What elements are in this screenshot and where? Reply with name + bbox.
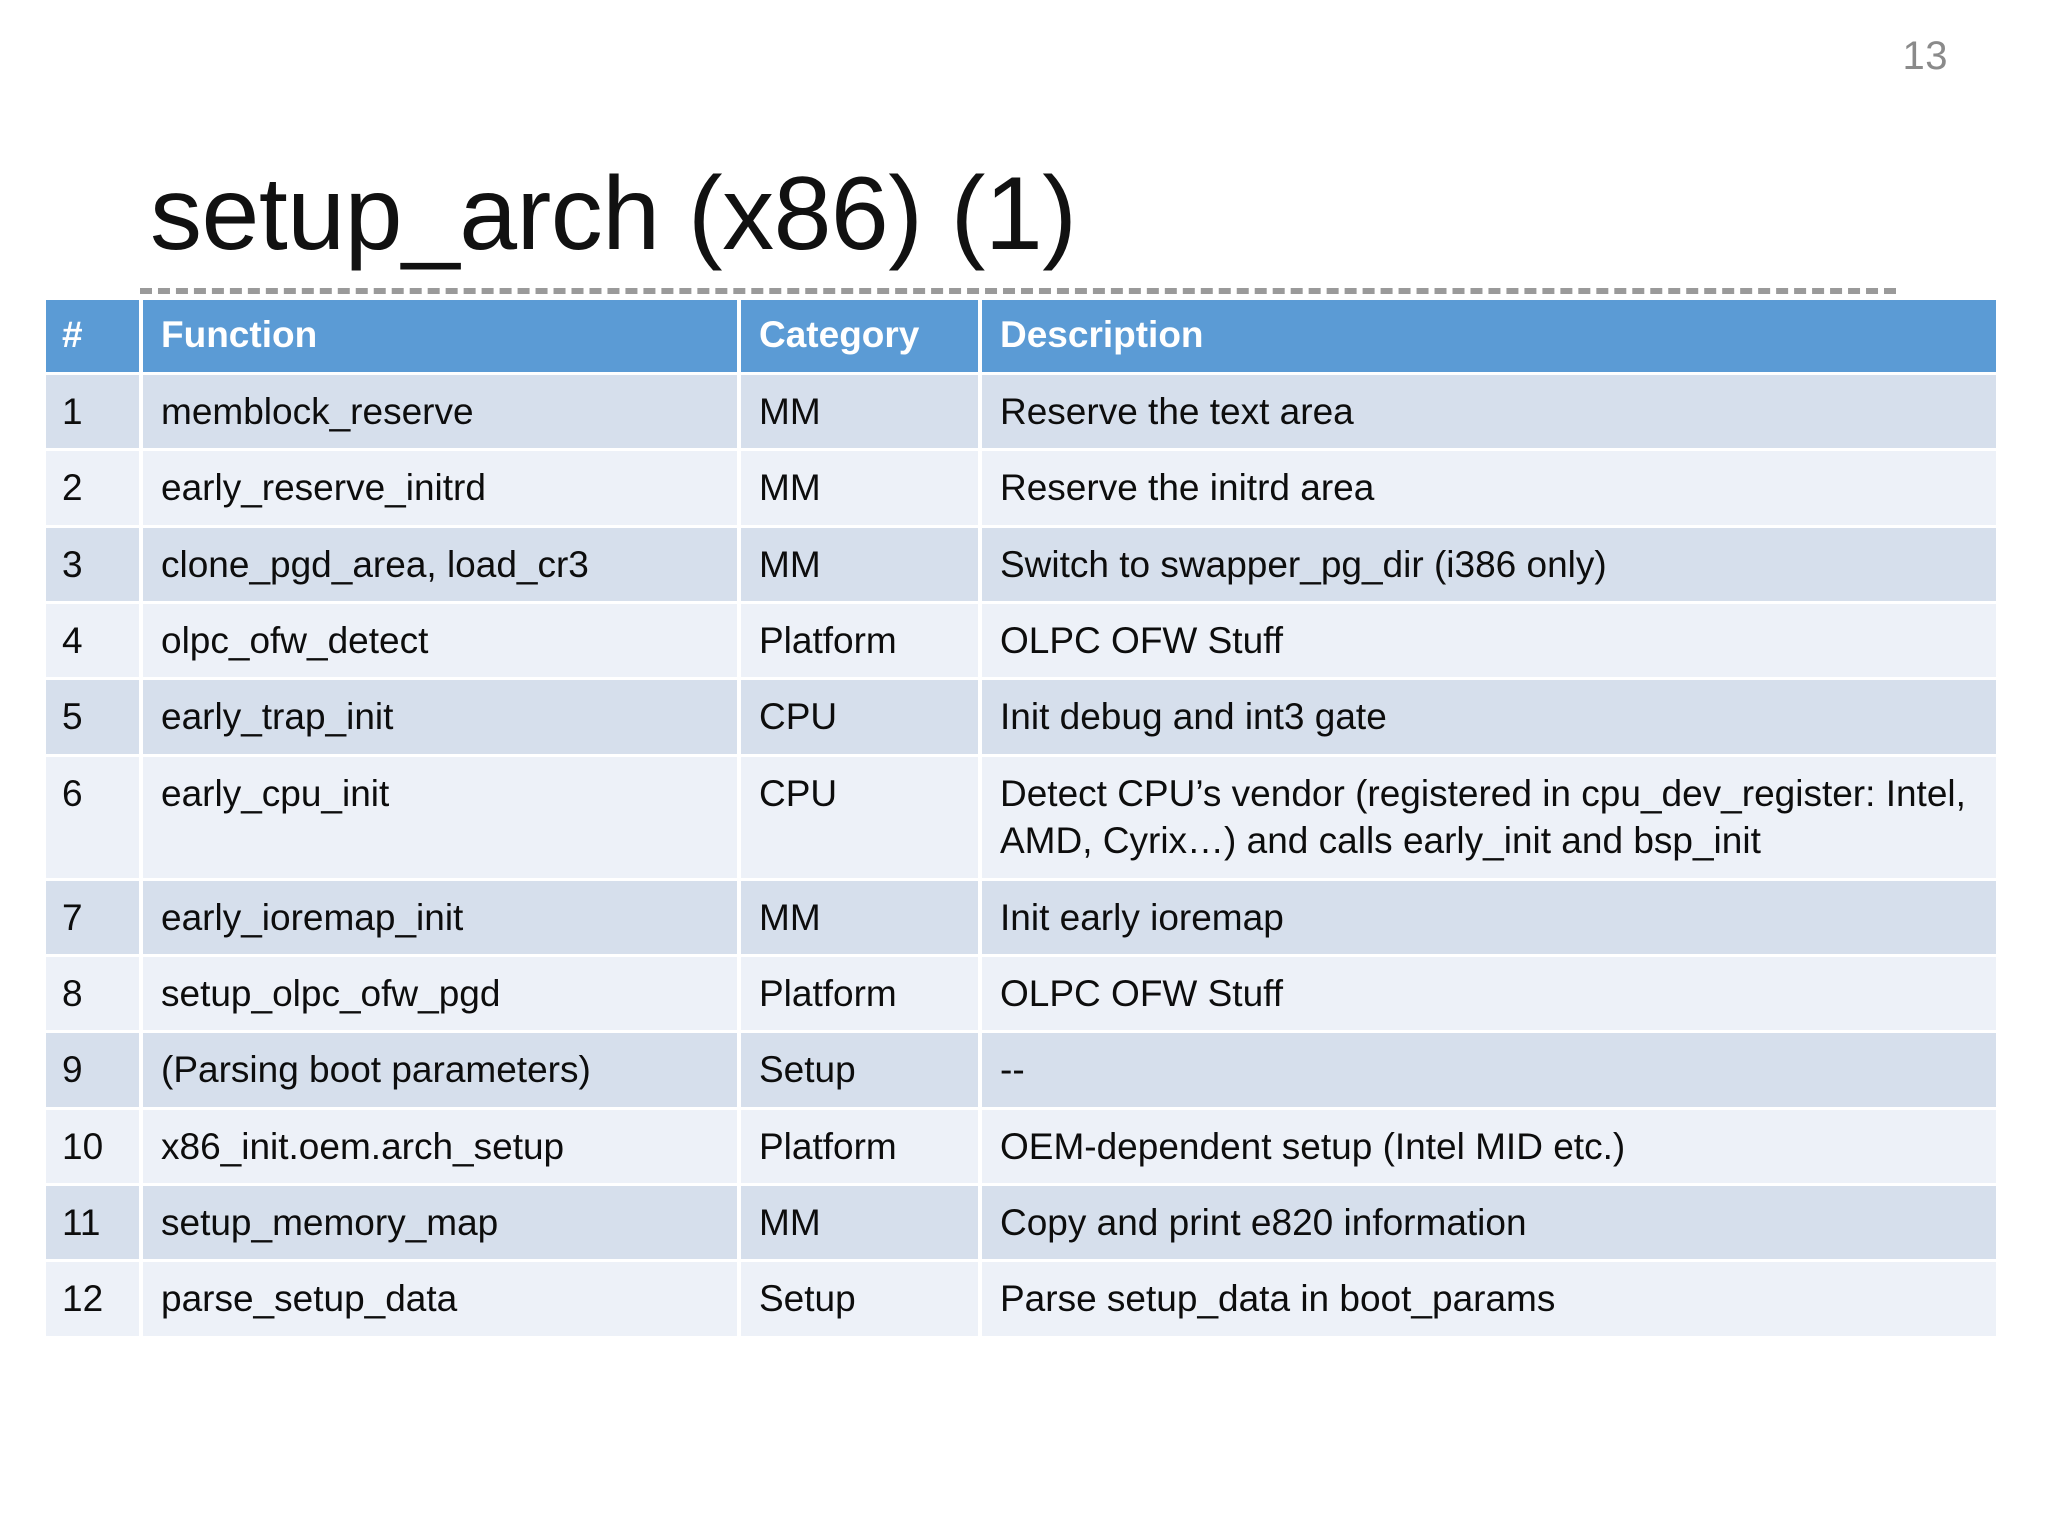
cell-desc: OEM-dependent setup (Intel MID etc.) — [982, 1109, 1996, 1186]
cell-num: 9 — [46, 1033, 139, 1110]
cell-cat: Setup — [741, 1033, 978, 1110]
cell-fn: olpc_ofw_detect — [143, 604, 737, 681]
page-title: setup_arch (x86) (1) — [150, 155, 1077, 272]
dashed-divider — [140, 288, 1896, 294]
cell-desc: Init early ioremap — [982, 880, 1996, 957]
cell-fn: clone_pgd_area, load_cr3 — [143, 527, 737, 605]
cell-num: 7 — [46, 880, 139, 957]
column-header-description: Description — [982, 300, 1996, 375]
cell-desc: Init debug and int3 gate — [982, 680, 1996, 757]
cell-fn: parse_setup_data — [143, 1262, 737, 1339]
cell-desc: Switch to swapper_pg_dir (i386 only) — [982, 527, 1996, 605]
cell-fn: (Parsing boot parameters) — [143, 1033, 737, 1110]
slide-number: 13 — [1902, 34, 1948, 78]
cell-fn: setup_memory_map — [143, 1185, 737, 1263]
cell-fn: memblock_reserve — [143, 375, 737, 452]
cell-num: 3 — [46, 527, 139, 605]
cell-cat: MM — [741, 375, 978, 452]
cell-desc: Parse setup_data in boot_params — [982, 1262, 1996, 1339]
cell-num: 2 — [46, 451, 139, 528]
table-row: 9(Parsing boot parameters)Setup-- — [46, 1033, 1996, 1110]
table-header-row: # Function Category Description — [46, 300, 1996, 375]
cell-cat: MM — [741, 527, 978, 605]
cell-desc: Reserve the text area — [982, 375, 1996, 452]
cell-num: 11 — [46, 1185, 139, 1263]
column-header-number: # — [46, 300, 139, 375]
cell-fn: setup_olpc_ofw_pgd — [143, 956, 737, 1034]
cell-cat: MM — [741, 451, 978, 528]
cell-desc: -- — [982, 1033, 1996, 1110]
cell-num: 1 — [46, 375, 139, 452]
cell-cat: MM — [741, 1185, 978, 1263]
cell-desc: Copy and print e820 information — [982, 1185, 1996, 1263]
cell-cat: Platform — [741, 604, 978, 681]
cell-fn: early_trap_init — [143, 680, 737, 757]
cell-num: 10 — [46, 1109, 139, 1186]
cell-fn: early_reserve_initrd — [143, 451, 737, 528]
cell-cat: Platform — [741, 1109, 978, 1186]
cell-num: 8 — [46, 956, 139, 1034]
cell-fn: early_cpu_init — [143, 756, 737, 881]
cell-desc: Detect CPU’s vendor (registered in cpu_d… — [982, 756, 1996, 881]
cell-cat: CPU — [741, 680, 978, 757]
column-header-function: Function — [143, 300, 737, 375]
cell-num: 6 — [46, 756, 139, 881]
cell-desc: OLPC OFW Stuff — [982, 604, 1996, 681]
cell-fn: early_ioremap_init — [143, 880, 737, 957]
cell-cat: Setup — [741, 1262, 978, 1339]
cell-cat: CPU — [741, 756, 978, 881]
cell-num: 12 — [46, 1262, 139, 1339]
cell-cat: MM — [741, 880, 978, 957]
cell-cat: Platform — [741, 956, 978, 1034]
table-header: # Function Category Description — [46, 300, 1996, 375]
cell-num: 5 — [46, 680, 139, 757]
cell-fn: x86_init.oem.arch_setup — [143, 1109, 737, 1186]
column-header-category: Category — [741, 300, 978, 375]
cell-desc: Reserve the initrd area — [982, 451, 1996, 528]
cell-desc: OLPC OFW Stuff — [982, 956, 1996, 1034]
cell-num: 4 — [46, 604, 139, 681]
